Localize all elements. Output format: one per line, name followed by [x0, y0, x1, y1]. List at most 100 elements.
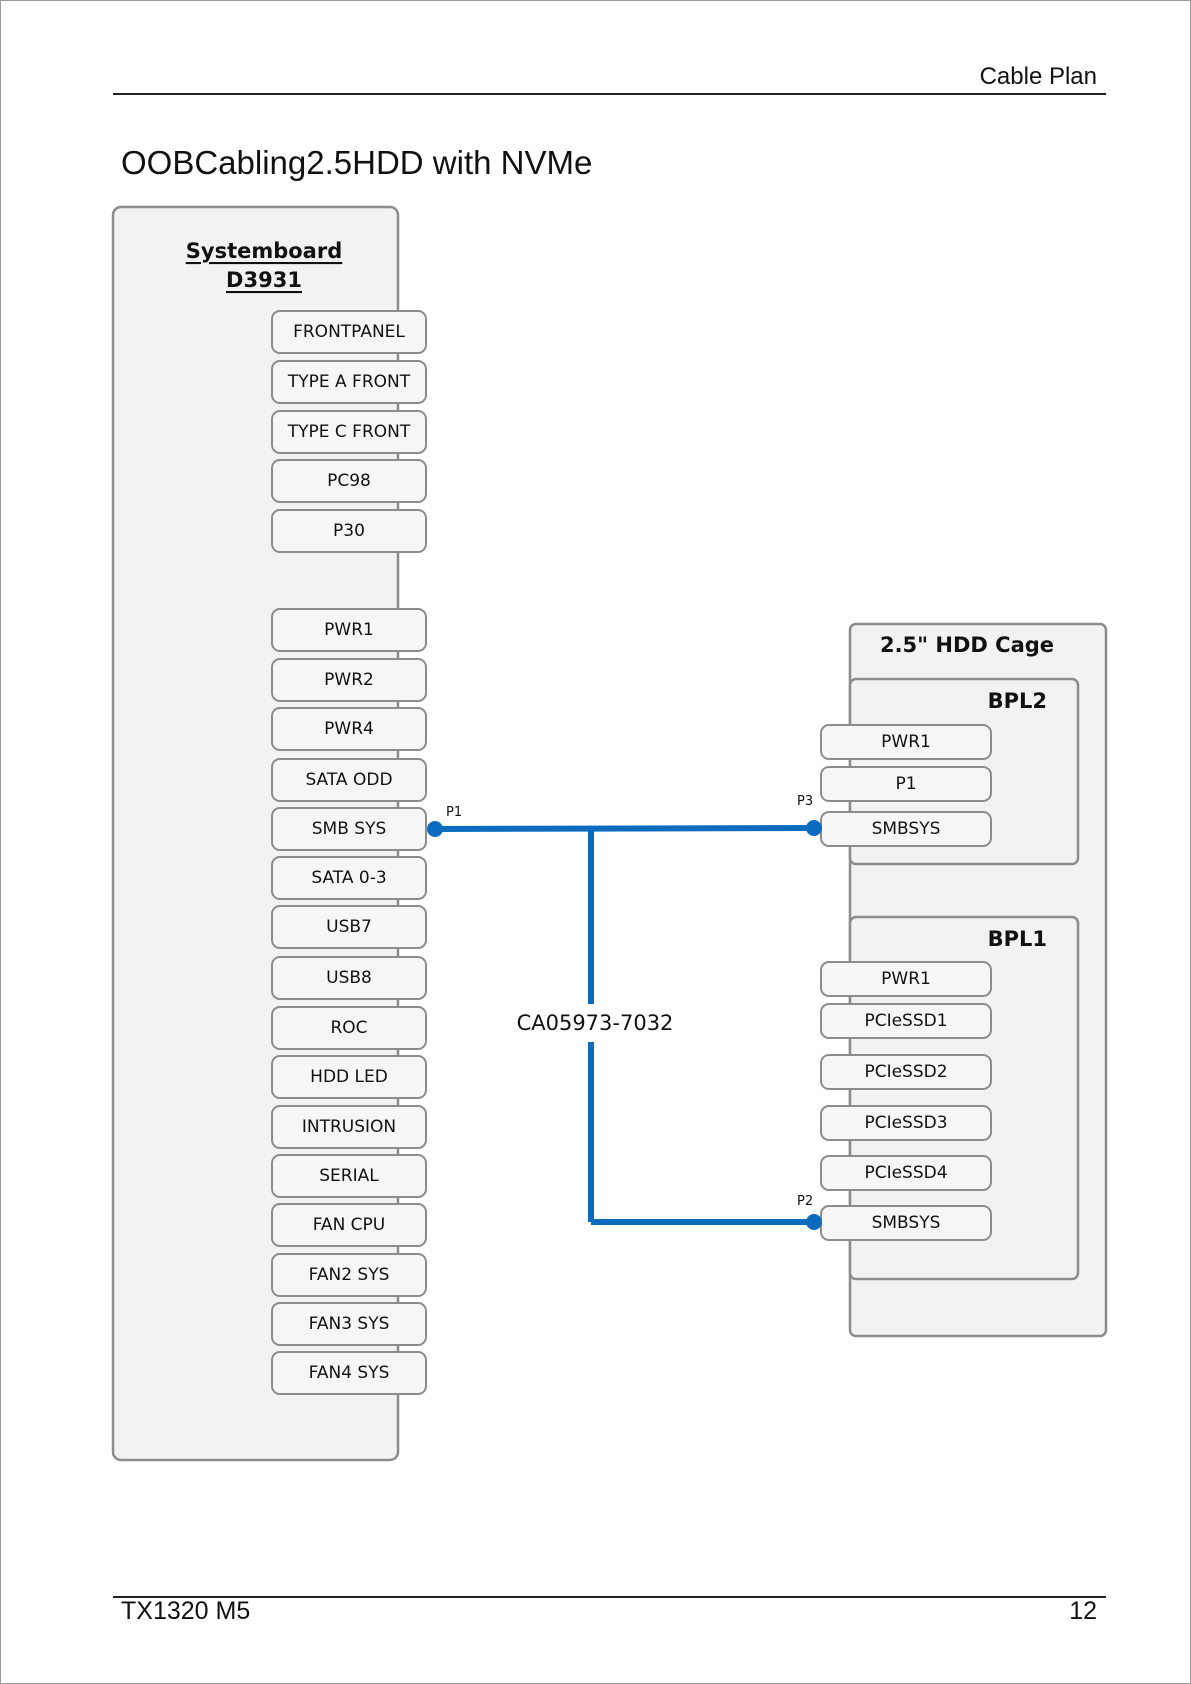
systemboard-connector-label: PWR1 [324, 620, 374, 640]
bpl2-connector-label: SMBSYS [872, 819, 941, 839]
systemboard-connector-label: TYPE A FRONT [287, 372, 411, 392]
systemboard-connector-label: FAN2 SYS [309, 1265, 390, 1285]
systemboard-connector-fan4-sys: FAN4 SYS [271, 1351, 427, 1395]
systemboard-connector-type-c-front: TYPE C FRONT [271, 410, 427, 454]
systemboard-connector-box [271, 1055, 427, 1099]
pin-label-p1: P1 [446, 805, 462, 820]
systemboard-connector-hdd-led: HDD LED [271, 1055, 427, 1099]
bpl1-connector-box [820, 961, 992, 997]
systemboard-connector-box [271, 1105, 427, 1149]
systemboard-connector-label: USB7 [326, 917, 372, 937]
bpl1-connector-label: PCIeSSD4 [864, 1163, 947, 1183]
systemboard-connector-label: FAN3 SYS [309, 1314, 390, 1334]
systemboard-connector-label: ROC [330, 1018, 367, 1038]
cable-label: CA05973-7032 [517, 1011, 674, 1035]
systemboard-connector-box [271, 459, 427, 503]
bpl1-connector-pwr1: PWR1 [820, 961, 992, 997]
systemboard-connector-label: TYPE C FRONT [287, 422, 411, 442]
systemboard-connector-type-a-front: TYPE A FRONT [271, 360, 427, 404]
footer-page-number: 12 [1069, 1597, 1097, 1625]
systemboard-connector-box [271, 608, 427, 652]
page-title: OOBCabling2.5HDD with NVMe [121, 144, 593, 181]
systemboard-connector-box [271, 707, 427, 751]
systemboard-connector-smb-sys: SMB SYS [271, 807, 427, 851]
systemboard-connector-box [271, 956, 427, 1000]
systemboard-connector-box [271, 509, 427, 553]
pin-label-p3: P3 [797, 794, 813, 809]
systemboard-connector-box [271, 658, 427, 702]
pin-dot-p2 [806, 1214, 822, 1230]
systemboard-connector-box [271, 758, 427, 802]
pin-label-p2: P2 [797, 1194, 813, 1209]
systemboard-connector-fan2-sys: FAN2 SYS [271, 1253, 427, 1297]
systemboard-connector-label: HDD LED [310, 1067, 388, 1087]
systemboard-connector-label: INTRUSION [302, 1117, 396, 1137]
systemboard-connector-fan-cpu: FAN CPU [271, 1203, 427, 1247]
bpl1-title: BPL1 [988, 927, 1047, 951]
systemboard-connector-label: PWR4 [324, 719, 374, 739]
systemboard-connector-intrusion: INTRUSION [271, 1105, 427, 1149]
systemboard-connector-serial: SERIAL [271, 1154, 427, 1198]
bpl1-connector-pciessd4: PCIeSSD4 [820, 1155, 992, 1191]
footer-model: TX1320 M5 [121, 1597, 251, 1625]
bpl1-connector-box [820, 1054, 992, 1090]
systemboard-connector-box [271, 1253, 427, 1297]
systemboard-connector-box [271, 410, 427, 454]
bpl1-connector-label: PCIeSSD2 [864, 1062, 947, 1082]
systemboard-connector-pc98: PC98 [271, 459, 427, 503]
systemboard-connector-box [271, 905, 427, 949]
pin-dot-p1 [427, 821, 443, 837]
systemboard-connector-p30: P30 [271, 509, 427, 553]
systemboard-connector-pwr2: PWR2 [271, 658, 427, 702]
bpl1-connector-box [820, 1155, 992, 1191]
bpl1-connector-box [820, 1003, 992, 1039]
systemboard-connector-label: PWR2 [324, 670, 374, 690]
bpl2-connector-pwr1: PWR1 [820, 724, 992, 760]
bpl2-connector-p1: P1 [820, 766, 992, 802]
cable-ca05973-7032 [427, 820, 822, 1230]
bpl2-connector-label: PWR1 [881, 732, 931, 752]
bpl1-connector-label: SMBSYS [872, 1213, 941, 1233]
systemboard-connector-box [271, 1203, 427, 1247]
bpl1-connector-smbsys: SMBSYS [820, 1205, 992, 1241]
systemboard-connector-label: FRONTPANEL [293, 322, 405, 342]
bpl2-connector-label: P1 [895, 774, 916, 794]
systemboard-connectors: FRONTPANEL TYPE A FRONT TYPE C FRONT PC98P3… [271, 310, 427, 1395]
bpl1-connector-pciessd3: PCIeSSD3 [820, 1105, 992, 1141]
systemboard-connector-sata-0-3: SATA 0-3 [271, 856, 427, 900]
systemboard-connector-label: FAN4 SYS [309, 1363, 390, 1383]
bpl1-connector-label: PCIeSSD1 [864, 1011, 947, 1031]
systemboard-connector-frontpanel: FRONTPANEL [271, 310, 427, 354]
systemboard-connector-label: FAN CPU [313, 1215, 386, 1235]
systemboard-connector-label: USB8 [326, 968, 372, 988]
systemboard-connector-box [271, 856, 427, 900]
footer-rule [113, 1596, 1106, 1598]
bpl1-connector-pciessd2: PCIeSSD2 [820, 1054, 992, 1090]
systemboard-connector-roc: ROC [271, 1006, 427, 1050]
systemboard-connector-box [271, 1351, 427, 1395]
bpl1-connector-label: PWR1 [881, 969, 931, 989]
systemboard-connector-box [271, 1154, 427, 1198]
bpl1-connector-pciessd1: PCIeSSD1 [820, 1003, 992, 1039]
header-section-title: Cable Plan [979, 63, 1097, 90]
hdd-cage-title: 2.5" HDD Cage [880, 633, 1054, 657]
systemboard-connector-fan3-sys: FAN3 SYS [271, 1302, 427, 1346]
systemboard-connector-box [271, 807, 427, 851]
bpl2-connector-box [820, 766, 992, 802]
systemboard-connector-box [271, 360, 427, 404]
systemboard-connector-label: SATA ODD [305, 770, 392, 790]
systemboard-connector-box [271, 1302, 427, 1346]
bpl2-title: BPL2 [988, 689, 1047, 713]
systemboard-model: D3931 [226, 268, 302, 292]
systemboard-connector-box [271, 1006, 427, 1050]
systemboard-connector-usb8: USB8 [271, 956, 427, 1000]
bpl1-connector-box [820, 1105, 992, 1141]
bpl2-connector-smbsys: SMBSYS [820, 811, 992, 847]
systemboard-title: Systemboard [186, 239, 343, 263]
systemboard-connector-pwr1: PWR1 [271, 608, 427, 652]
bpl1-connector-label: PCIeSSD3 [864, 1113, 947, 1133]
systemboard-connector-box [271, 310, 427, 354]
pin-dot-p3 [806, 820, 822, 836]
